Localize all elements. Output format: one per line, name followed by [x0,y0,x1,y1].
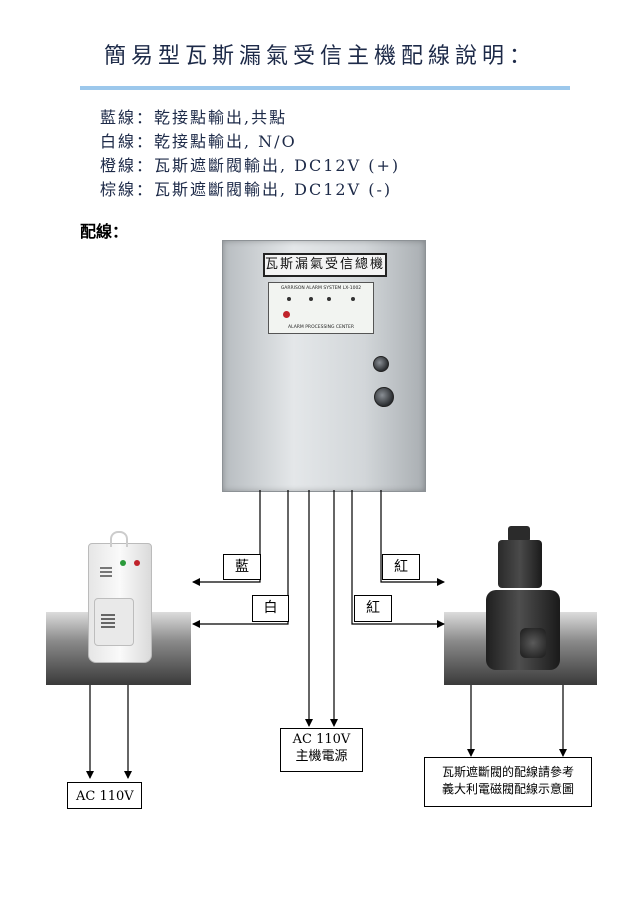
legend-white-wire: 白線：乾接點輸出, N/O [100,132,297,151]
detector-vent-icon [100,565,112,577]
detector-sensor-grill-icon [101,612,115,628]
panel-header-text: GARRISON ALARM SYSTEM LX-1002 [280,286,362,291]
legend-brown-wire: 棕線：瓦斯遮斷閥輸出, DC12V (-) [100,180,393,199]
green-led-icon [120,560,126,566]
red-wire-line-lower [351,490,445,628]
wire-color-legend: 藍線：乾接點輸出,共點 白線：乾接點輸出, N/O 橙線：瓦斯遮斷閥輸出, DC… [100,106,400,202]
reset-knob-icon [374,387,394,407]
red-led-icon [134,560,140,566]
main-power-caption: 主機電源 [295,749,348,764]
solenoid-coil-icon [498,540,542,588]
alarm-indicator-panel: GARRISON ALARM SYSTEM LX-1002 ALARM PROC… [268,282,374,334]
key-switch-icon [373,356,389,372]
valve-port-icon [520,628,546,658]
white-wire-line [192,490,289,628]
red-led-icon [283,311,290,318]
red-wire-tag-upper: 紅 [382,554,420,580]
white-wire-tag: 白 [252,595,289,622]
alarm-indicator-icon [351,297,355,301]
wiring-section-label: 配線： [80,222,129,241]
valve-note-line2: 義大利電磁閥配線示意圖 [441,782,574,796]
zone1-indicator-icon [309,297,313,301]
power-indicator-icon [287,297,291,301]
legend-orange-wire: 橙線：瓦斯遮斷閥輸出, DC12V (+) [100,156,401,175]
blue-wire-line [192,490,261,586]
legend-blue-wire: 藍線：乾接點輸出,共點 [100,108,288,127]
valve-connector-icon [508,526,530,542]
valve-wiring-note-box: 瓦斯遮斷閥的配線請參考 義大利電磁閥配線示意圖 [424,757,592,807]
title-divider [80,86,570,90]
blue-wire-tag: 藍 [223,554,261,580]
red-wire-tag-lower: 紅 [354,595,392,622]
red-wire-line-upper [380,490,445,586]
detector-hook-icon [110,531,128,547]
page-title: 簡易型瓦斯漏氣受信主機配線說明： [103,44,536,69]
detector-power-box: AC 110V [67,782,142,809]
zone2-indicator-icon [327,297,331,301]
main-power-voltage: AC 110V [292,732,351,747]
main-power-box: AC 110V 主機電源 [280,728,363,772]
valve-note-line1: 瓦斯遮斷閥的配線請參考 [441,765,574,779]
panel-footer-text: ALARM PROCESSING CENTER [288,325,354,330]
cabinet-nameplate: 瓦斯漏氣受信總機 [263,253,387,277]
